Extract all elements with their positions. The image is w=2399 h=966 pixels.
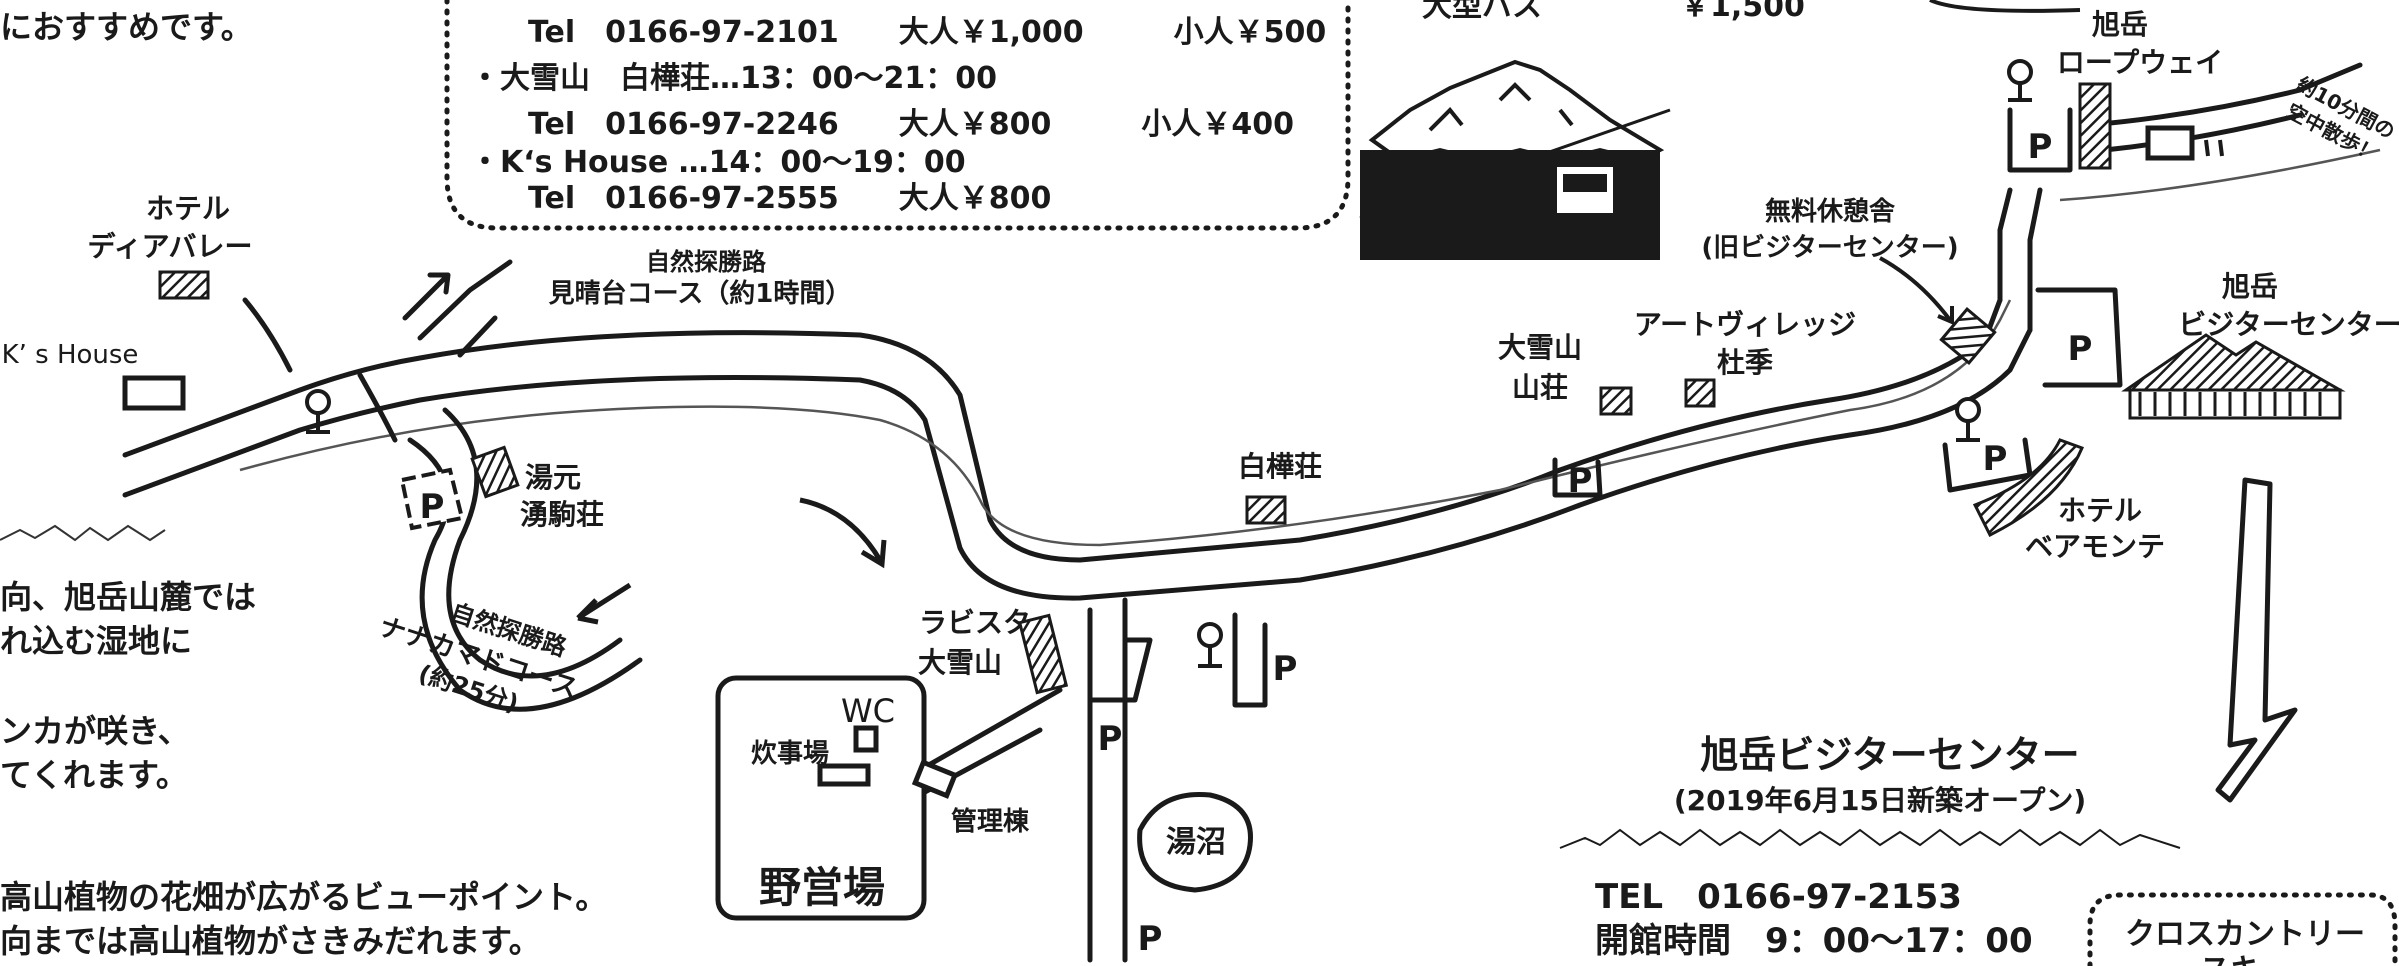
art-village-label: アートヴィレッジ <box>1634 308 1856 341</box>
mountain-divider <box>1559 828 2181 849</box>
free-rest-label: 無料休憩舎 <box>1765 196 1895 227</box>
parking-symbol[interactable]: P <box>1098 719 1123 759</box>
vc-info-subtitle: (2019年6月15日新築オープン) <box>1674 784 2086 817</box>
left-desc-line: れ込む湿地に <box>0 622 192 660</box>
yumoto-label: 湯元 <box>525 461 581 494</box>
sanso-label: 山荘 <box>1512 371 1568 404</box>
parking-symbol: P <box>2028 127 2053 167</box>
bus-stop-icon[interactable] <box>1197 622 1223 668</box>
bus-stop-icon[interactable] <box>305 389 331 434</box>
ks-house-label: K’ s House <box>2 340 139 370</box>
wc-building[interactable] <box>853 725 879 753</box>
shirakaba-building[interactable] <box>1245 495 1287 525</box>
yunuma-label: 湯沼 <box>1166 825 1226 860</box>
crosscountry-box <box>2087 892 2398 966</box>
vc-tel: TEL 0166-97-2153 <box>1595 877 1962 917</box>
bus-label: 大型バス <box>1422 0 1542 24</box>
art-village-label: 杜季 <box>1717 346 1773 379</box>
la-vista-building[interactable] <box>1017 613 1069 695</box>
kitchen-building[interactable] <box>817 763 871 787</box>
main-road <box>122 62 2381 963</box>
parking-sanso[interactable] <box>1552 457 1603 498</box>
parking-symbol: P <box>1568 461 1593 501</box>
hotel-dear-valley-building[interactable] <box>158 270 210 300</box>
kanri-building[interactable] <box>911 759 959 799</box>
hotel-dear-valley-label: ディアバレー <box>88 230 253 263</box>
art-village-building[interactable] <box>1684 378 1716 408</box>
onsen-row: ・大雪山 白樺荘…13：00〜21：00 <box>470 61 997 96</box>
parking-bearmonte[interactable] <box>1942 437 2033 493</box>
left-desc-line: ンカが咲き、 <box>0 712 190 750</box>
onsen-row: Tel 0166-97-2555 大人￥800 <box>528 181 1051 216</box>
yumoto-building[interactable] <box>470 445 520 499</box>
vc-info-title: 旭岳ビジターセンター <box>1700 733 2079 777</box>
mountain-ropeway-illustration <box>1359 59 1671 260</box>
sanso-building[interactable] <box>1599 386 1633 416</box>
bus-stop-icon[interactable] <box>2007 59 2033 102</box>
yumoto-label: 湧駒荘 <box>520 498 604 531</box>
parking-visitor-center[interactable] <box>2035 287 2123 388</box>
kanri-label: 管理棟 <box>951 807 1030 837</box>
parking-ropeway[interactable] <box>2007 107 2073 173</box>
bus-price: ￥1,500 <box>1680 0 1805 24</box>
parking-symbol: P <box>420 487 445 527</box>
trail-1-label: 自然探勝路 <box>646 248 767 276</box>
onsen-info-box <box>444 0 1351 231</box>
mountain-divider <box>0 524 166 542</box>
parking-symbol[interactable]: P <box>1138 919 1163 959</box>
la-vista-label: 大雪山 <box>918 646 1002 679</box>
ropeway-station[interactable] <box>2078 82 2112 170</box>
north-arrow-icon <box>2215 477 2298 803</box>
wc-label: WC <box>841 692 895 730</box>
onsen-row: ・K‘s House …14：00〜19：00 <box>470 145 966 180</box>
hotel-dear-valley-label: ホテル <box>146 192 230 225</box>
visitor-center-label: 旭岳 <box>2222 270 2278 303</box>
free-rest-label: (旧ビジターセンター) <box>1701 233 1958 263</box>
yunuma-pond[interactable] <box>1137 791 1253 893</box>
parking-symbol: P <box>1983 439 2008 479</box>
bus-stop-icon[interactable] <box>1955 397 1981 442</box>
visitor-center-label: ビジターセンター <box>2178 308 2399 341</box>
hotel-bearmonte-building[interactable] <box>1972 438 2084 538</box>
crosscountry-label: クロスカントリー <box>2125 917 2365 952</box>
hotel-bearmonte-label: ベアモンテ <box>2025 530 2165 563</box>
left-intro-text: におすすめです。 <box>0 8 253 46</box>
hotel-bearmonte-label: ホテル <box>2058 494 2142 527</box>
onsen-row: Tel 0166-97-2246 大人￥800 小人￥400 <box>528 107 1294 142</box>
campsite-label: 野営場 <box>759 863 885 912</box>
parking-yumoto[interactable] <box>399 467 465 531</box>
ropeway-label: ロープウェイ <box>2057 46 2223 79</box>
parking-symbol[interactable]: P <box>1273 649 1298 689</box>
sanso-label: 大雪山 <box>1498 331 1582 364</box>
crosscountry-label: スキー <box>2200 953 2290 966</box>
free-rest-building[interactable] <box>1939 306 1997 366</box>
dotted-box-edge <box>1929 0 2081 13</box>
trail-1-label: 見晴台コース（約1時間） <box>549 278 852 309</box>
kitchen-label: 炊事場 <box>751 739 829 769</box>
parking-symbol: P <box>2068 329 2093 369</box>
vc-hours: 開館時間 9：00〜17：00 <box>1595 921 2033 961</box>
onsen-row: Tel 0166-97-2101 大人￥1,000 小人￥500 <box>528 15 1326 50</box>
ropeway-building[interactable] <box>2145 125 2195 161</box>
shirakaba-label: 白樺荘 <box>1238 450 1322 483</box>
la-vista-label: ラビスタ <box>919 606 1031 639</box>
ropeway-label: 旭岳 <box>2092 8 2148 41</box>
visitor-center-building-icon[interactable] <box>2121 333 2346 420</box>
left-desc-line: 向までは高山植物がさきみだれます。 <box>0 922 541 960</box>
left-desc-line: 向、旭岳山麓では <box>0 578 256 616</box>
left-desc-line: てくれます。 <box>0 756 188 794</box>
left-desc-line: 高山植物の花畑が広がるビューポイント。 <box>0 878 607 916</box>
trail-arrow <box>402 256 1954 625</box>
ks-house-building[interactable] <box>122 375 186 411</box>
